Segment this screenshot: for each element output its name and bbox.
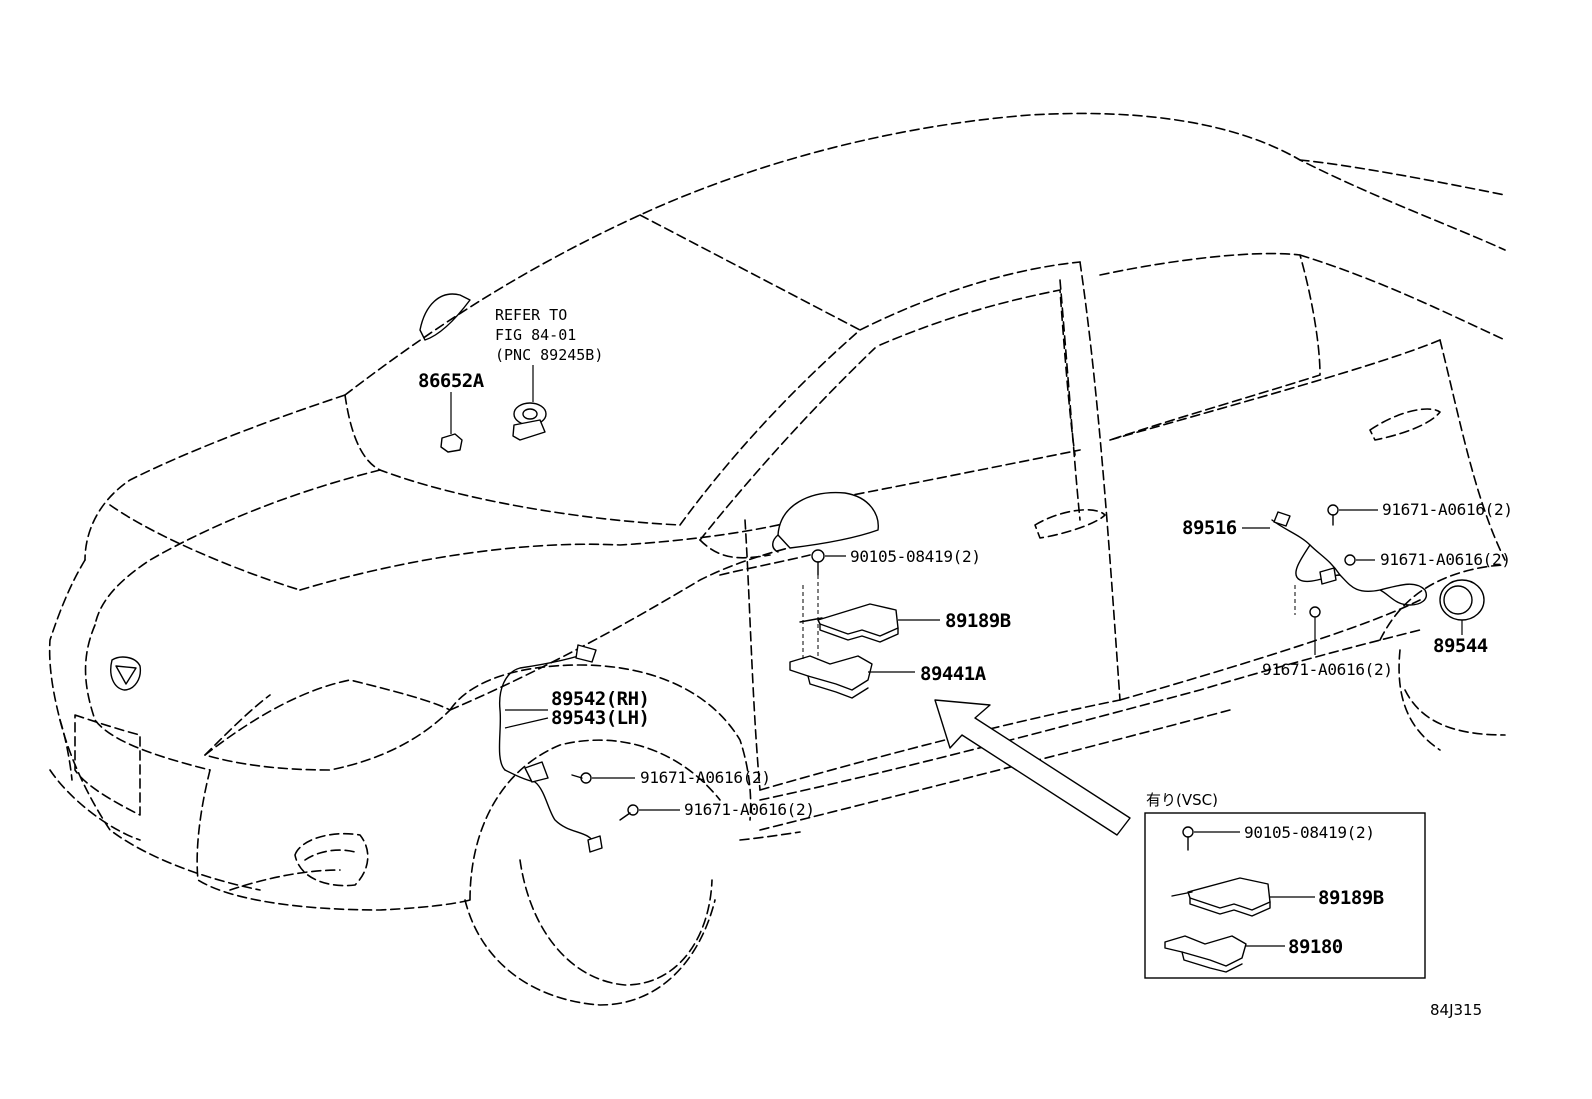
car-body-outline [48,112,1506,1006]
sensor-89441A [789,655,915,699]
bracket-89189B [799,603,940,643]
label-86652A: 86652A [418,370,485,392]
label-90105-main: 90105-08419(2) [850,547,981,566]
label-89544: 89544 [1433,635,1488,657]
part-labels: REFER TO FIG 84-01 (PNC 89245B) 86652A 9… [418,306,1513,1019]
sensor-89245B [512,365,547,441]
vsc-inset-box [1144,812,1426,979]
label-91671-rear-a: 91671-A0616(2) [1382,500,1513,519]
label-89441A: 89441A [920,663,987,685]
label-89189B-main: 89189B [945,610,1011,632]
sensor-86652A [440,392,463,453]
refer-note-line3: (PNC 89245B) [495,346,603,364]
label-89542: 89542(RH) [551,688,649,710]
side-mirror [772,491,879,553]
inset-label-90105: 90105-08419(2) [1244,823,1375,842]
direction-arrow [934,699,1131,836]
label-91671-front-a: 91671-A0616(2) [640,768,771,787]
label-89516: 89516 [1182,517,1237,539]
label-91671-rear-b: 91671-A0616(2) [1380,550,1511,569]
figure-code: 84J315 [1430,1001,1482,1019]
rear-view-mirror [419,293,471,341]
label-89543: 89543(LH) [551,707,649,729]
label-91671-front-b: 91671-A0616(2) [684,800,815,819]
inset-label-89189B: 89189B [1318,887,1384,909]
label-91671-rear-c: 91671-A0616(2) [1262,660,1393,679]
refer-note-line1: REFER TO [495,306,567,324]
bolt-90105-icon [811,549,846,576]
inset-title: 有り(VSC) [1146,791,1218,809]
front-speed-sensor-harness [498,644,680,853]
emblem-icon [110,656,142,691]
inset-label-89180: 89180 [1288,936,1343,958]
rear-speed-sensor-harness [1242,504,1485,655]
refer-note-line2: FIG 84-01 [495,326,576,344]
